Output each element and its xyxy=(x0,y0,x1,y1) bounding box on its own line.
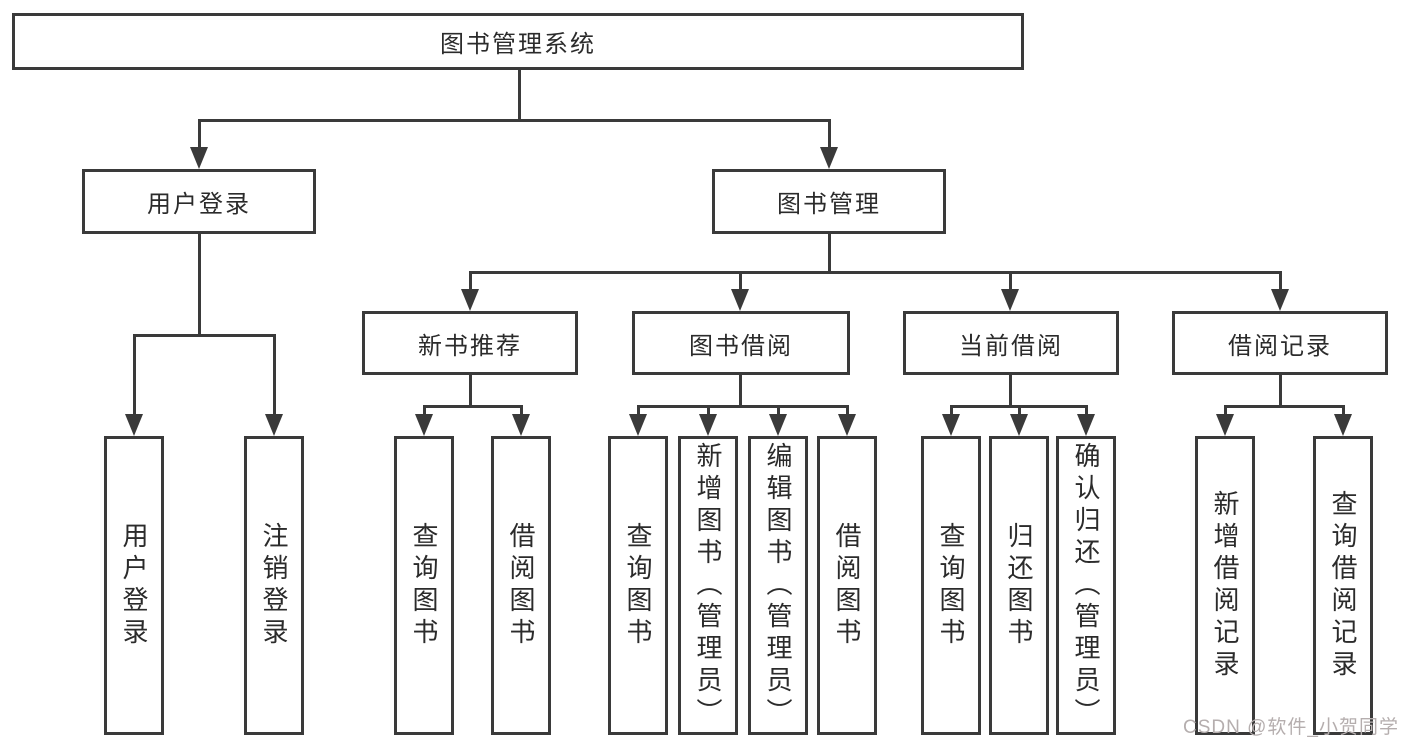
connector-line xyxy=(1085,408,1088,414)
connector-line xyxy=(518,68,521,122)
node-label: 图书管理系统 xyxy=(440,31,596,58)
node-label: 图书管理 xyxy=(777,191,881,218)
arrowhead-icon xyxy=(512,414,530,436)
connector-line xyxy=(1224,405,1345,408)
connector-line xyxy=(1279,375,1282,408)
connector-line xyxy=(198,122,201,147)
arrowhead-icon xyxy=(415,414,433,436)
leaf-label: 查询图书 xyxy=(409,521,439,650)
connector-line xyxy=(828,122,831,147)
node-current-borrow: 当前借阅 xyxy=(903,311,1119,375)
connector-line xyxy=(846,408,849,414)
leaf-borrow-book-2: 借阅图书 xyxy=(817,436,877,735)
arrowhead-icon xyxy=(461,289,479,311)
arrowhead-icon xyxy=(838,414,856,436)
leaf-label: 新增借阅记录 xyxy=(1210,489,1240,682)
connector-line xyxy=(133,334,276,337)
node-label: 图书借阅 xyxy=(689,332,793,360)
connector-line xyxy=(273,337,276,414)
connector-line xyxy=(1224,408,1227,414)
connector-line xyxy=(1279,274,1282,289)
connector-line xyxy=(469,274,472,289)
connector-line xyxy=(828,234,831,274)
leaf-logout: 注销登录 xyxy=(244,436,304,735)
connector-line xyxy=(637,408,640,414)
leaf-query-book-2: 查询图书 xyxy=(608,436,668,735)
arrowhead-icon xyxy=(1334,414,1352,436)
arrowhead-icon xyxy=(190,147,208,169)
node-label: 当前借阅 xyxy=(959,332,1063,360)
connector-line xyxy=(1342,408,1345,414)
arrowhead-icon xyxy=(1216,414,1234,436)
leaf-return-book: 归还图书 xyxy=(989,436,1049,735)
leaf-confirm-return-admin: 确认归还（管理员） xyxy=(1056,436,1116,735)
connector-line xyxy=(1018,408,1021,414)
leaf-label: 查询图书 xyxy=(623,521,653,650)
connector-line xyxy=(1009,274,1012,289)
connector-line xyxy=(198,119,831,122)
leaf-label: 新增图书（管理员） xyxy=(693,441,723,730)
connector-line xyxy=(739,375,742,408)
connector-line xyxy=(423,405,523,408)
leaf-label: 确认归还（管理员） xyxy=(1071,441,1101,730)
node-borrow-record: 借阅记录 xyxy=(1172,311,1388,375)
leaf-label: 查询图书 xyxy=(936,521,966,650)
connector-line xyxy=(950,408,953,414)
connector-line xyxy=(133,337,136,414)
arrowhead-icon xyxy=(1077,414,1095,436)
arrowhead-icon xyxy=(1010,414,1028,436)
connector-line xyxy=(520,408,523,414)
csdn-watermark: CSDN @软件_小贺同学 xyxy=(1183,717,1399,738)
leaf-borrow-book-1: 借阅图书 xyxy=(491,436,551,735)
arrowhead-icon xyxy=(265,414,283,436)
connector-line xyxy=(469,375,472,408)
arrowhead-icon xyxy=(1001,289,1019,311)
connector-line xyxy=(1009,375,1012,408)
connector-line xyxy=(739,274,742,289)
node-book-borrow: 图书借阅 xyxy=(632,311,850,375)
leaf-query-book-1: 查询图书 xyxy=(394,436,454,735)
leaf-label: 借阅图书 xyxy=(832,521,862,650)
connector-line xyxy=(198,234,201,337)
node-new-book-recommend: 新书推荐 xyxy=(362,311,578,375)
connector-line xyxy=(777,408,780,414)
leaf-label: 查询借阅记录 xyxy=(1328,489,1358,682)
connector-line xyxy=(950,405,1088,408)
node-book-management: 图书管理 xyxy=(712,169,946,234)
arrowhead-icon xyxy=(731,289,749,311)
arrowhead-icon xyxy=(769,414,787,436)
arrowhead-icon xyxy=(942,414,960,436)
leaf-label: 归还图书 xyxy=(1004,521,1034,650)
leaf-edit-book-admin: 编辑图书（管理员） xyxy=(748,436,808,735)
arrowhead-icon xyxy=(1271,289,1289,311)
node-system-root: 图书管理系统 xyxy=(12,13,1024,70)
arrowhead-icon xyxy=(629,414,647,436)
connector-line xyxy=(423,408,426,414)
leaf-add-borrow-record: 新增借阅记录 xyxy=(1195,436,1255,735)
node-label: 用户登录 xyxy=(147,191,251,218)
arrowhead-icon xyxy=(820,147,838,169)
node-label: 借阅记录 xyxy=(1228,332,1332,360)
leaf-label: 借阅图书 xyxy=(506,521,536,650)
leaf-query-book-3: 查询图书 xyxy=(921,436,981,735)
leaf-query-borrow-record: 查询借阅记录 xyxy=(1313,436,1373,735)
arrowhead-icon xyxy=(699,414,717,436)
leaf-label: 编辑图书（管理员） xyxy=(763,441,793,730)
connector-line xyxy=(707,408,710,414)
node-user-login: 用户登录 xyxy=(82,169,316,234)
connector-line xyxy=(469,271,1282,274)
leaf-label: 用户登录 xyxy=(119,521,149,650)
connector-line xyxy=(637,405,849,408)
leaf-user-login: 用户登录 xyxy=(104,436,164,735)
arrowhead-icon xyxy=(125,414,143,436)
leaf-label: 注销登录 xyxy=(259,521,289,650)
node-label: 新书推荐 xyxy=(418,332,522,360)
leaf-add-book-admin: 新增图书（管理员） xyxy=(678,436,738,735)
